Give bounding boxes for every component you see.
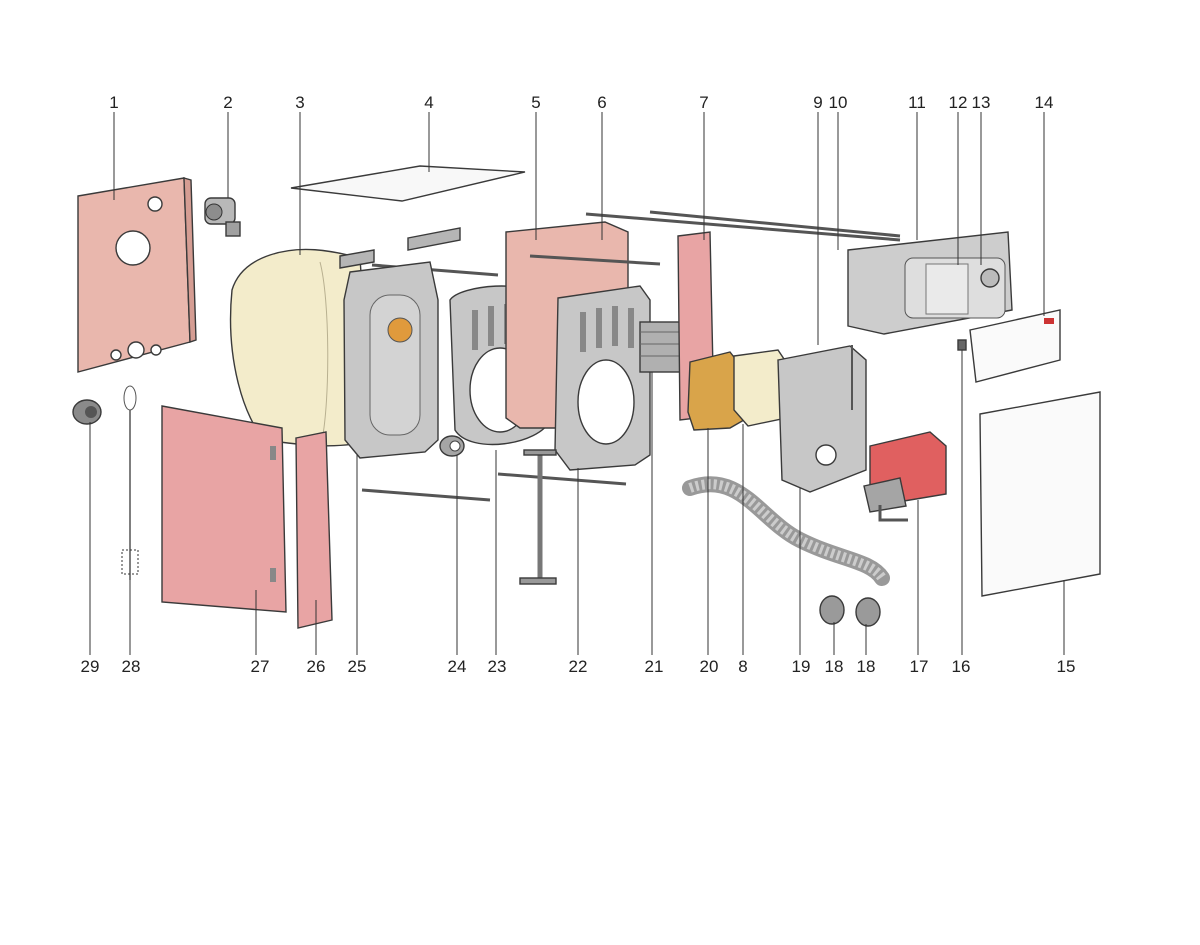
callout-18b: 18 [857,657,876,676]
callout-22: 22 [569,657,588,676]
callout-23: 23 [488,657,507,676]
leader-lines [89,112,1065,655]
callout-21: 21 [645,657,664,676]
part-25-rear-section [343,261,439,459]
callout-4: 4 [424,93,433,112]
part-17-burner [863,431,947,522]
part-29-grommet [72,399,102,425]
callout-17: 17 [910,657,929,676]
callout-7: 7 [699,93,708,112]
part-2-circulation-pump [204,197,241,237]
callout-15: 15 [1057,657,1076,676]
part-18-air-elbows [819,595,881,627]
callout-14: 14 [1035,93,1054,112]
callout-12: 12 [949,93,968,112]
tie-rods [361,210,901,502]
flexible-air-duct [682,476,890,586]
part-28-cleaning-brush [121,385,139,580]
callout-10: 10 [829,93,848,112]
callout-2: 2 [223,93,232,112]
part-14-front-cover [969,309,1061,383]
part-11-control-panel [847,231,1013,335]
callout-3: 3 [295,93,304,112]
part-19-burner-door [777,345,867,493]
callout-8: 8 [738,657,747,676]
top-callouts: 1 2 3 4 5 6 7 9 10 11 12 13 14 [109,93,1053,112]
callout-20: 20 [700,657,719,676]
callout-6: 6 [597,93,606,112]
callout-16: 16 [952,657,971,676]
callout-18a: 18 [825,657,844,676]
callout-28: 28 [122,657,141,676]
part-21-baffles [639,321,681,373]
part-26-side-panel [295,431,333,629]
part-24-seal-ring [439,435,465,457]
callout-25: 25 [348,657,367,676]
callout-11: 11 [908,93,926,112]
part-20-combustion-chamber [687,351,745,431]
callout-27: 27 [251,657,270,676]
callout-24: 24 [448,657,467,676]
part-27-lower-door [161,405,287,613]
callout-13: 13 [972,93,991,112]
bottom-callouts: 29 28 27 26 25 24 23 22 21 20 8 19 18 18… [81,657,1076,676]
part-1-rear-panel [77,177,197,373]
callout-19: 19 [792,657,811,676]
part-16-screw [957,339,967,351]
callout-29: 29 [81,657,100,676]
callout-9: 9 [813,93,822,112]
part-15-front-door [979,391,1101,597]
cleaning-tool [519,449,557,585]
part-22-front-section [554,285,651,471]
callout-1: 1 [109,93,118,112]
callout-26: 26 [307,657,326,676]
callout-5: 5 [531,93,540,112]
part-4-top-cover [290,165,526,202]
